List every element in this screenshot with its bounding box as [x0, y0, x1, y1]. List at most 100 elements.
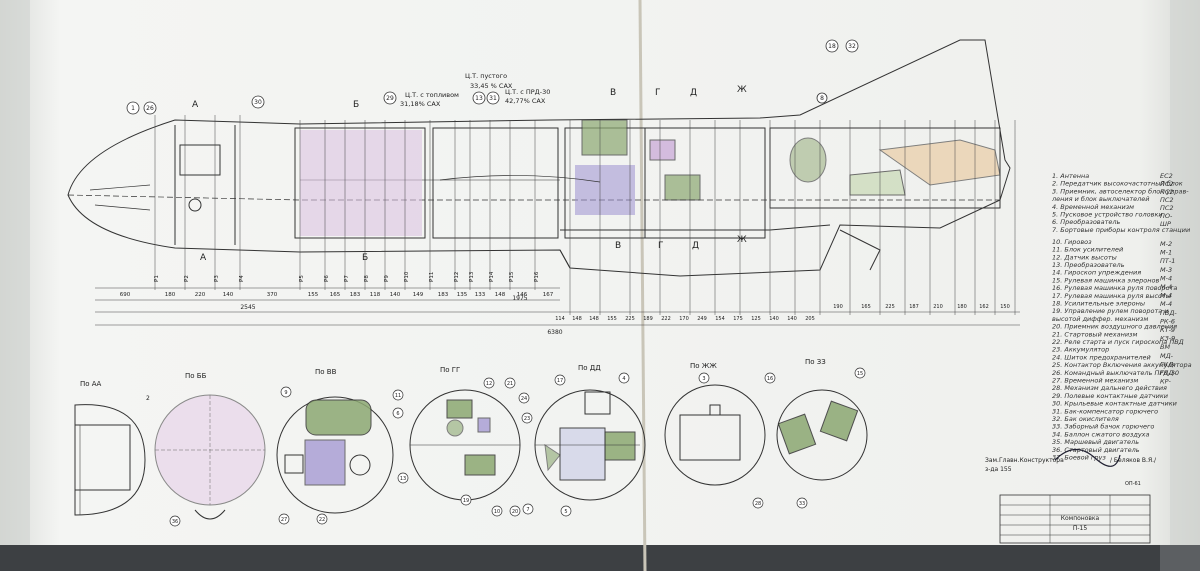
svg-text:Р13: Р13 [469, 271, 475, 282]
svg-text:Ц.Т. пустого: Ц.Т. пустого [465, 72, 507, 80]
svg-text:190: 190 [833, 304, 843, 310]
svg-text:187: 187 [909, 304, 919, 310]
svg-text:Р6: Р6 [324, 275, 330, 282]
svg-text:Р15: Р15 [509, 271, 515, 282]
legend-item: 27. Временной механизм [1052, 377, 1138, 385]
svg-text:33,45 % САХ: 33,45 % САХ [470, 82, 513, 90]
legend-item: 7. Бортовые приборы контроля станции [1052, 226, 1190, 234]
frame-station-lines [154, 115, 1016, 315]
svg-text:1: 1 [131, 105, 135, 112]
svg-text:23: 23 [524, 416, 530, 422]
svg-text:Р4: Р4 [239, 275, 245, 282]
svg-text:18: 18 [828, 43, 836, 50]
svg-text:10: 10 [494, 509, 500, 515]
svg-text:165: 165 [330, 292, 341, 298]
legend-header-code: ШР [1160, 220, 1171, 228]
legend-right-code: М-2 [1160, 240, 1172, 248]
svg-text:Р7: Р7 [344, 275, 350, 282]
svg-text:6: 6 [396, 411, 399, 417]
svg-text:8: 8 [820, 95, 824, 102]
svg-text:36: 36 [172, 519, 178, 525]
legend-header-code: ЕС2 [1160, 172, 1173, 180]
svg-text:690: 690 [120, 292, 131, 298]
svg-text:Компоновка: Компоновка [1061, 515, 1100, 522]
svg-text:7: 7 [526, 507, 529, 513]
legend-header-code: ПС2 [1160, 196, 1174, 204]
svg-text:148: 148 [495, 292, 506, 298]
svg-text:3: 3 [702, 376, 705, 382]
svg-text:28: 28 [755, 501, 761, 507]
svg-text:11: 11 [395, 393, 401, 399]
svg-text:По ВВ: По ВВ [315, 368, 337, 376]
svg-text:148: 148 [589, 316, 599, 322]
svg-text:16: 16 [767, 376, 773, 382]
view-zhzh: По ЖЖ 3 28 [664, 362, 766, 509]
svg-text:133: 133 [475, 292, 486, 298]
legend-item: 25. Контактор Включения аккумулятора [1052, 361, 1192, 369]
svg-text:Р2: Р2 [184, 275, 190, 282]
svg-text:162: 162 [979, 304, 989, 310]
legend-item: 37. Боевой груз [1052, 454, 1106, 462]
svg-text:222: 222 [661, 316, 671, 322]
callout-bubbles [126, 39, 859, 115]
svg-text:370: 370 [267, 292, 278, 298]
svg-text:167: 167 [543, 292, 554, 298]
legend-item: 36. Стартовый двигатель [1052, 446, 1140, 454]
legend-item: 6. Преобразователь [1052, 218, 1121, 226]
legend-right-code: М-3 [1160, 266, 1172, 274]
svg-text:4: 4 [622, 376, 625, 382]
legend-item: 1. Антенна [1052, 172, 1089, 180]
legend-right-code: М-4 [1160, 283, 1172, 291]
svg-text:По ББ: По ББ [185, 372, 207, 380]
svg-text:5: 5 [564, 509, 567, 515]
svg-text:9: 9 [284, 390, 287, 396]
svg-text:30: 30 [254, 99, 262, 106]
svg-text:26: 26 [146, 105, 154, 112]
svg-text:13: 13 [475, 95, 483, 102]
svg-text:165: 165 [861, 304, 871, 310]
legend-item: 30. Крыльевые контактные датчики [1052, 400, 1177, 408]
dimension-values-tail: 114 148 148 155 225 189 222 170 249 154 … [555, 304, 1010, 322]
svg-text:249: 249 [697, 316, 707, 322]
svg-text:183: 183 [438, 292, 449, 298]
dimension-values-overall: 2545 1975 6380 [240, 295, 562, 336]
svg-text:1975: 1975 [512, 295, 527, 302]
legend-item: 21. Стартовый механизм [1052, 330, 1138, 338]
legend-item: 19. Управление рулем поворота и [1052, 307, 1169, 315]
svg-text:19: 19 [463, 498, 469, 504]
legend-item: 17. Рулевая машинка руля высоты [1052, 292, 1171, 300]
legend-item: 11. Блок усилителей [1052, 246, 1123, 254]
svg-text:Р12: Р12 [454, 272, 460, 282]
svg-text:2: 2 [146, 395, 150, 402]
legend-item: 22. Реле старта и пуск гироскопа ПВД [1052, 338, 1184, 346]
view-dd: По ДД 17 4 7 5 [522, 364, 646, 517]
svg-text:Р10: Р10 [404, 271, 410, 282]
svg-text:42,77% САХ: 42,77% САХ [505, 97, 546, 105]
svg-text:А: А [192, 100, 199, 110]
legend-right-code: М-1 [1160, 249, 1172, 257]
svg-text:Б: Б [362, 253, 368, 263]
svg-text:210: 210 [933, 304, 943, 310]
legend-item: 34. Баллон сжатого воздуха [1052, 430, 1150, 438]
legend-right-code: М-4 [1160, 300, 1172, 308]
svg-text:Р3: Р3 [214, 275, 220, 282]
svg-text:Р1: Р1 [154, 275, 160, 282]
svg-text:Ц.Т. с ПРД-30: Ц.Т. с ПРД-30 [505, 88, 550, 96]
svg-text:155: 155 [607, 316, 617, 322]
svg-text:12: 12 [486, 381, 492, 387]
svg-text:118: 118 [370, 292, 381, 298]
legend-item: 28. Механизм дальнего действия [1052, 384, 1167, 392]
svg-text:140: 140 [390, 292, 401, 298]
svg-text:180: 180 [957, 304, 967, 310]
legend-right-code: М-4 [1160, 274, 1172, 282]
legend-right-code: КЗ-9 [1160, 335, 1175, 343]
svg-text:13: 13 [400, 476, 406, 482]
svg-text:Зам.Главн.Конструктора: Зам.Главн.Конструктора [985, 457, 1064, 464]
svg-text:Ж: Ж [737, 235, 747, 245]
legend-item: 29. Полевые контактные датчики [1052, 392, 1168, 400]
svg-text:32: 32 [848, 43, 856, 50]
legend-item: ления и блок выключателей [1051, 195, 1150, 203]
svg-text:150: 150 [1000, 304, 1010, 310]
legend-item: 13. Преобразователь [1052, 261, 1125, 269]
